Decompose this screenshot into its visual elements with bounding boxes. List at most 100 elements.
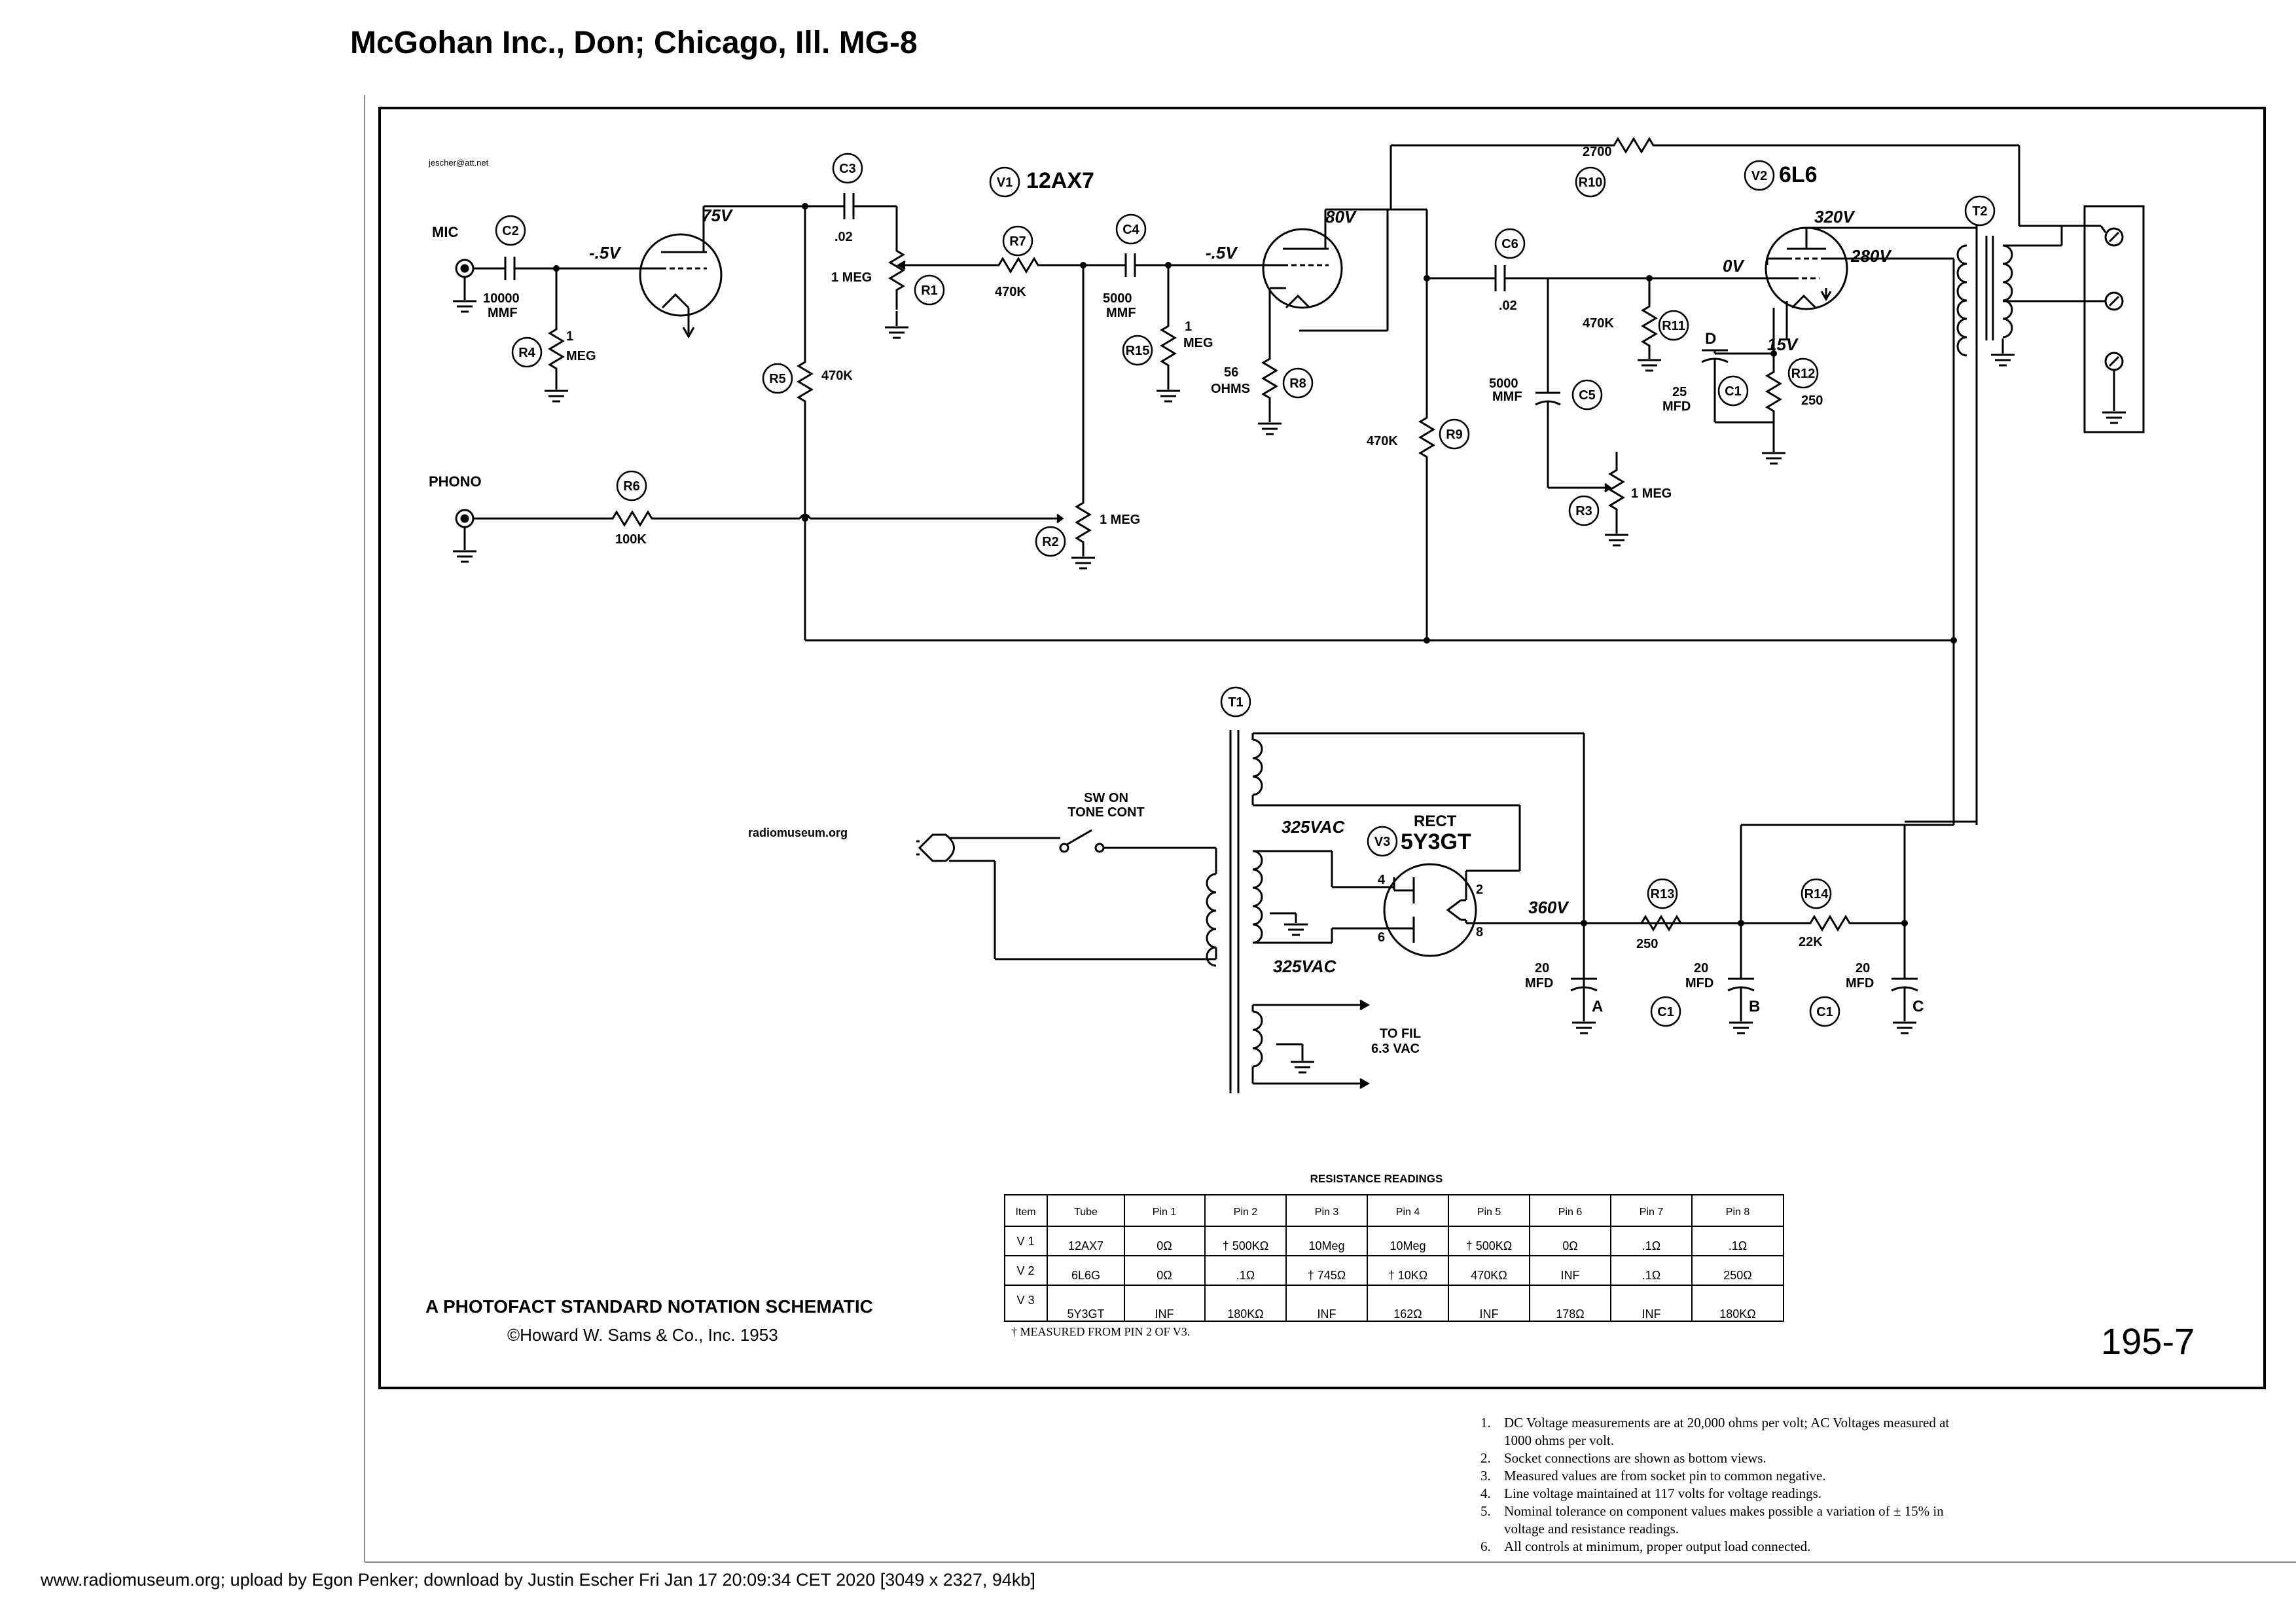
r3-ref: R3 (1575, 504, 1592, 519)
page-title: McGohan Inc., Don; Chicago, Ill. MG-8 (350, 26, 918, 60)
rect-pin-6: 6 (1378, 930, 1385, 945)
filament-label-2: 6.3 VAC (1371, 1042, 1420, 1056)
v1b-plate-voltage: 80V (1325, 207, 1357, 227)
r3-value: 1 MEG (1631, 486, 1672, 501)
note-item: 1.DC Voltage measurements are at 20,000 … (1480, 1415, 1950, 1448)
r15-value-2: MEG (1183, 336, 1213, 350)
v2-screen-voltage: 280V (1850, 246, 1892, 266)
r5-value: 470K (821, 369, 853, 383)
v2-ref: V2 (1751, 169, 1767, 183)
filament-labels: TO FIL 6.3 VAC (1371, 1027, 1421, 1056)
table-cell: † 500KΩ (1223, 1239, 1269, 1252)
note-item: 3.Measured values are from socket pin to… (1480, 1468, 1826, 1484)
voltage-labels: -.5V 75V -.5V 80V 0V 320V 280V 15V 360V … (589, 206, 1892, 976)
r7-value: 470K (995, 285, 1026, 299)
table-cell: † 500KΩ (1466, 1239, 1513, 1252)
hv-ac-top: 325VAC (1282, 817, 1346, 837)
table-cell: .1Ω (1729, 1239, 1747, 1252)
th-tube: Tube (1074, 1207, 1098, 1218)
th-pin6: Pin 6 (1558, 1207, 1583, 1218)
resistance-table-header: Item Tube Pin 1 Pin 2 Pin 3 Pin 4 Pin 5 … (1015, 1207, 1749, 1218)
switch-label-2: TONE CONT (1067, 805, 1144, 820)
r11-ref: R11 (1662, 319, 1685, 333)
hv-ac-bottom: 325VAC (1273, 957, 1337, 976)
r1-value: 1 MEG (831, 270, 872, 285)
c5-value-2: MMF (1492, 390, 1522, 404)
table-cell: † 10KΩ (1388, 1269, 1428, 1282)
table-cell: 12AX7 (1068, 1239, 1103, 1252)
c1-c-value-1: 20 (1856, 961, 1870, 976)
note-item: 4.Line voltage maintained at 117 volts f… (1480, 1486, 1821, 1501)
table-cell: INF (1642, 1307, 1661, 1321)
table-cell: 0Ω (1157, 1239, 1172, 1252)
r4-value-2: MEG (566, 349, 596, 363)
table-cell: 0Ω (1562, 1239, 1577, 1252)
table-cell: V 2 (1016, 1264, 1034, 1277)
c1-b-value-2: MFD (1685, 976, 1713, 991)
v3-label: RECT (1414, 812, 1457, 830)
v2-type: 6L6 (1779, 162, 1818, 187)
v3-ref: V3 (1374, 835, 1390, 849)
c1-b-value-1: 20 (1694, 961, 1708, 976)
r11-value: 470K (1583, 316, 1614, 331)
r14-ref: R14 (1804, 887, 1829, 902)
table-cell: 5Y3GT (1067, 1307, 1104, 1321)
phono-label: PHONO (429, 473, 482, 490)
table-cell: INF (1318, 1307, 1336, 1321)
email-watermark: jescher@att.net (428, 158, 489, 168)
r13-value: 250 (1636, 937, 1658, 951)
switch-label-1: SW ON (1084, 791, 1128, 805)
th-pin3: Pin 3 (1315, 1207, 1339, 1218)
v2-cathode-voltage: 15V (1767, 335, 1799, 354)
th-pin2: Pin 2 (1234, 1207, 1258, 1218)
table-cell: INF (1480, 1307, 1499, 1321)
c1-section-d: D (1705, 330, 1716, 348)
junction-dots (553, 203, 1957, 926)
r8-value-2: OHMS (1211, 382, 1250, 396)
filament-label-1: TO FIL (1380, 1027, 1421, 1041)
table-row: V 3 5Y3GT INF 180KΩ INF 162Ω INF 178Ω IN… (1016, 1294, 1755, 1321)
c1-d-ref: C1 (1725, 384, 1742, 399)
r15-value-1: 1 (1185, 319, 1192, 334)
c3-value: .02 (834, 230, 853, 244)
th-pin5: Pin 5 (1477, 1207, 1501, 1218)
c2-ref: C2 (502, 224, 519, 238)
table-cell: 10Meg (1390, 1239, 1426, 1252)
c1-d-value-2: MFD (1662, 399, 1691, 414)
reference-circles (495, 153, 1996, 1027)
r4-ref: R4 (518, 346, 535, 360)
rect-pin-4: 4 (1378, 873, 1386, 887)
photofact-number: 195-7 (2101, 1321, 2195, 1362)
table-cell: INF (1155, 1307, 1174, 1321)
table-row: V 1 12AX7 0Ω † 500KΩ 10Meg 10Meg † 500KΩ… (1016, 1235, 1747, 1252)
photofact-line-1: A PHOTOFACT STANDARD NOTATION SCHEMATIC (425, 1296, 873, 1317)
r5-ref: R5 (769, 372, 786, 386)
c1-d-value-1: 25 (1672, 385, 1687, 399)
c1-a-value-2: MFD (1525, 976, 1553, 991)
r6-ref: R6 (623, 479, 640, 494)
r2-value: 1 MEG (1100, 513, 1140, 527)
mic-label: MIC (432, 224, 458, 240)
table-cell: 180KΩ (1227, 1307, 1264, 1321)
r8-ref: R8 (1289, 376, 1306, 391)
table-cell: 180KΩ (1719, 1307, 1756, 1321)
table-cell: V 3 (1016, 1294, 1034, 1307)
v1a-plate-voltage: 75V (702, 206, 734, 225)
section-letters: A B C D (1592, 330, 1924, 1015)
th-pin1: Pin 1 (1153, 1207, 1177, 1218)
c1-section-b: B (1749, 998, 1760, 1015)
table-cell: INF (1561, 1269, 1580, 1282)
r15-ref: R15 (1126, 344, 1150, 358)
table-footnote: † MEASURED FROM PIN 2 OF V3. (1011, 1325, 1190, 1338)
rect-pin-labels: 2 4 6 8 (1378, 873, 1483, 945)
table-cell: 10Meg (1308, 1239, 1344, 1252)
table-cell: 0Ω (1157, 1269, 1172, 1282)
table-cell: .1Ω (1642, 1269, 1660, 1282)
notes-list: 1.DC Voltage measurements are at 20,000 … (1480, 1414, 1952, 1556)
switch-labels: SW ON TONE CONT (1067, 791, 1144, 820)
table-cell: 470KΩ (1471, 1269, 1507, 1282)
note-item: 6.All controls at minimum, proper output… (1480, 1539, 1811, 1554)
c1-c-ref: C1 (1816, 1005, 1833, 1019)
resistance-table-grid (1004, 1194, 1784, 1322)
